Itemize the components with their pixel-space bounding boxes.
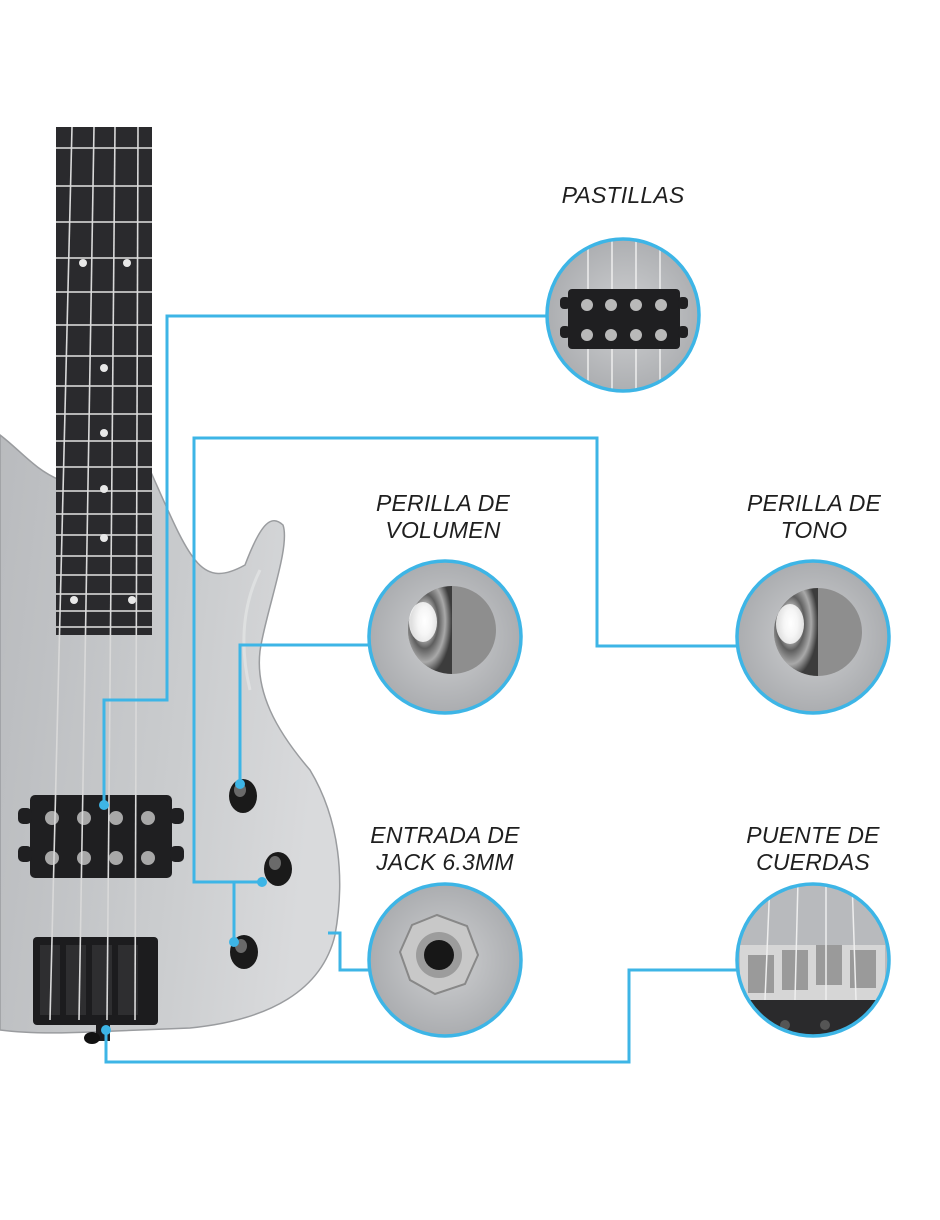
- jack-input-label-line-1: ENTRADA DE: [370, 822, 520, 848]
- volume-knob-label-line-1: PERILLA DE: [375, 490, 511, 516]
- tone-knob-label-line-2: TONO: [780, 517, 848, 543]
- strings: [49, 126, 139, 1021]
- jack-input-label: ENTRADA DE JACK 6.3MM: [345, 822, 545, 876]
- connector-lines: [102, 314, 738, 1064]
- connector-dots: [99, 779, 267, 1035]
- jack-input-label-line-2: JACK 6.3MM: [376, 849, 514, 875]
- string-bridge-label-line-1: PUENTE DE: [746, 822, 880, 848]
- volume-knob-label: PERILLA DE VOLUMEN: [343, 490, 543, 544]
- tone-knob-zoom-circle: [735, 559, 891, 715]
- volume-knob-zoom-circle: [367, 559, 523, 715]
- volume-knob-label-line-2: VOLUMEN: [385, 517, 501, 543]
- pickup-zoom-circle: [545, 237, 701, 393]
- string-bridge-label-line-2: CUERDAS: [756, 849, 870, 875]
- jack-zoom-circle: [367, 882, 523, 1038]
- tone-knob: [264, 852, 292, 886]
- pickups-label: PASTILLAS: [523, 182, 723, 209]
- pickup: [18, 795, 184, 878]
- tone-knob-label: PERILLA DE TONO: [714, 490, 914, 544]
- pickups-label-line-1: PASTILLAS: [561, 182, 685, 208]
- bridge-zoom-circle: [735, 882, 891, 1038]
- string-bridge-label: PUENTE DE CUERDAS: [713, 822, 913, 876]
- tone-knob-label-line-1: PERILLA DE: [746, 490, 882, 516]
